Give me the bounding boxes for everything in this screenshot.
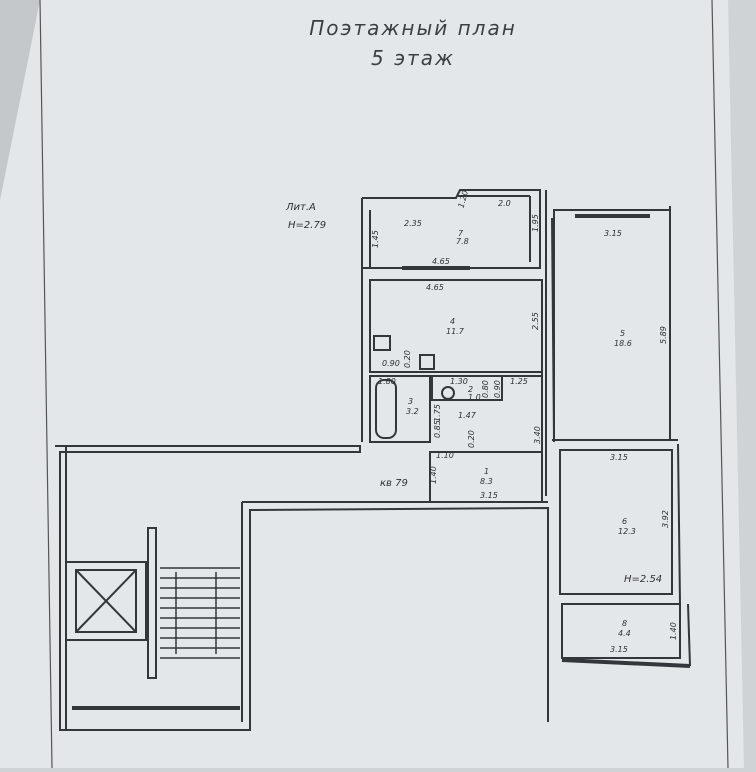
room-number: 5: [620, 329, 625, 338]
room-area: 1.0: [468, 393, 481, 402]
dim: 3.15: [610, 645, 628, 654]
dim: 2.55: [531, 312, 540, 330]
room-2-walls: [431, 375, 503, 401]
room-area: 8.3: [480, 477, 493, 486]
dim: 3.40: [533, 426, 542, 444]
toilet-icon: [441, 386, 455, 400]
floor-label: 5 этаж: [371, 46, 455, 70]
lit-height: H=2.79: [288, 220, 326, 231]
room-number: 1: [484, 467, 489, 476]
dim: 0.20: [467, 430, 476, 448]
dim: 2.0: [498, 199, 511, 208]
dim: 0.20: [403, 350, 412, 368]
dim: 0.90: [382, 359, 400, 368]
dim: 3.15: [480, 491, 498, 500]
frame-left: [39, 0, 53, 769]
room-number: 2: [468, 385, 473, 394]
room-number: 3: [408, 397, 413, 406]
dim: 4.65: [426, 283, 444, 292]
room-area: 11.7: [446, 327, 465, 336]
room-number: 8: [622, 619, 627, 628]
plan-title: Поэтажный план: [309, 16, 517, 40]
dim: 1.30: [450, 377, 468, 386]
dim: 1.10: [436, 451, 454, 460]
room-6-walls: [559, 449, 673, 595]
lit-name: Лит.А: [285, 202, 316, 213]
dim: 3.92: [661, 510, 670, 528]
room-8-walls: [561, 603, 681, 659]
elevator-box: [65, 561, 147, 641]
room-area: 4.4: [618, 629, 631, 638]
room-area: 7.8: [456, 237, 469, 246]
room-area: 3.2: [406, 407, 419, 416]
dim: 1.75: [433, 404, 442, 422]
room-number: 4: [450, 317, 455, 326]
stair-divider: [147, 527, 157, 679]
room-number: 7: [458, 229, 464, 238]
dim: 1.40: [669, 622, 678, 640]
stairs: [160, 567, 240, 659]
room-area: 18.6: [614, 339, 632, 348]
dim: 3.15: [610, 453, 628, 462]
dim: 1.95: [531, 214, 540, 232]
dim: 1.45: [371, 230, 380, 248]
bathtub-icon: [375, 379, 397, 439]
room-number: 6: [622, 517, 627, 526]
dim: 1.47: [458, 411, 477, 420]
dim: 0.90: [493, 380, 502, 398]
paper: [0, 0, 744, 768]
dim: 1.20: [457, 189, 470, 209]
frame-right: [711, 0, 729, 769]
dim: 3.15: [604, 229, 622, 238]
dim: 0.80: [481, 380, 490, 398]
dim: 1.40: [429, 466, 438, 484]
dim: 0.85: [433, 420, 442, 438]
dim: 1.25: [510, 377, 528, 386]
dim: 5.89: [659, 326, 668, 344]
room-area: 12.3: [618, 527, 636, 536]
stairwell-walls: [55, 445, 549, 731]
apartment-label: кв 79: [380, 478, 408, 489]
dim: 1.80: [378, 377, 396, 386]
room-4-walls: [369, 279, 543, 373]
dim: 2.35: [404, 219, 422, 228]
room-6-height: H=2.54: [624, 574, 662, 585]
dim: 4.65: [432, 257, 450, 266]
